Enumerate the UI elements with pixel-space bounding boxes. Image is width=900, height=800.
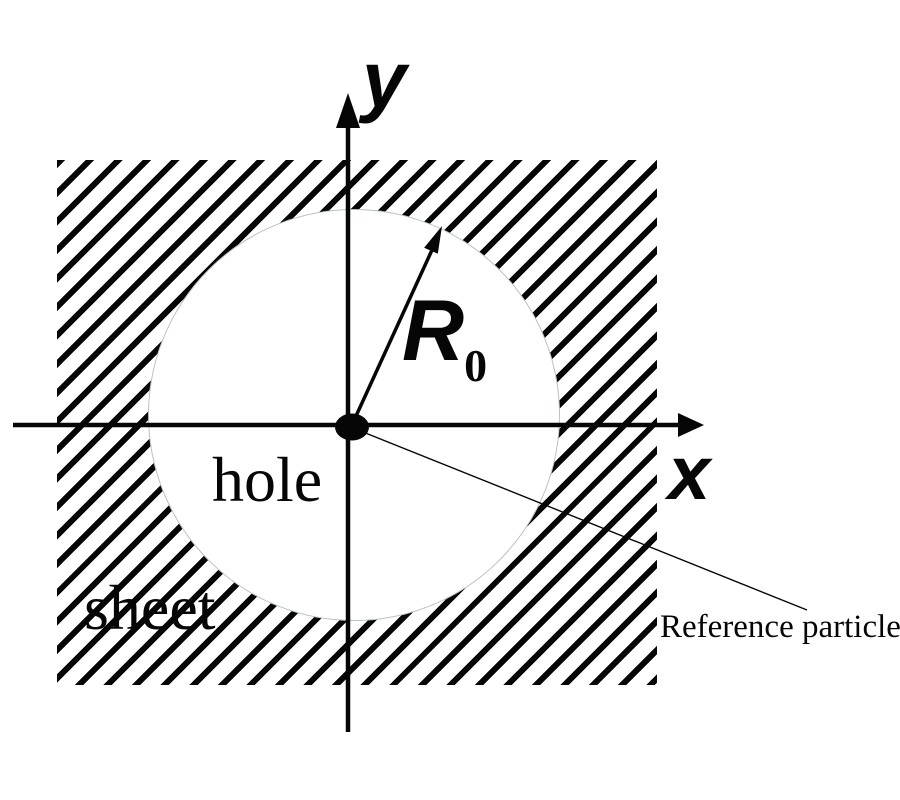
reference-particle-pointer-line [357,429,808,611]
y-axis-label: y [362,35,407,124]
radius-arrow-line [349,249,434,428]
sheet-label: sheet [84,572,216,643]
radius-label-base: R [402,283,465,379]
reference-particle-label: Reference particle [660,609,900,645]
y-axis-arrowhead-icon [336,93,360,128]
radius-label: R0 [402,288,487,389]
radius-arrowhead-icon [424,226,442,254]
reference-particle-dot [335,413,369,441]
hole-label: hole [212,444,323,515]
x-axis-arrowhead-icon [678,413,704,437]
radius-label-subscript: 0 [464,340,488,391]
x-axis-label: x [668,431,711,516]
